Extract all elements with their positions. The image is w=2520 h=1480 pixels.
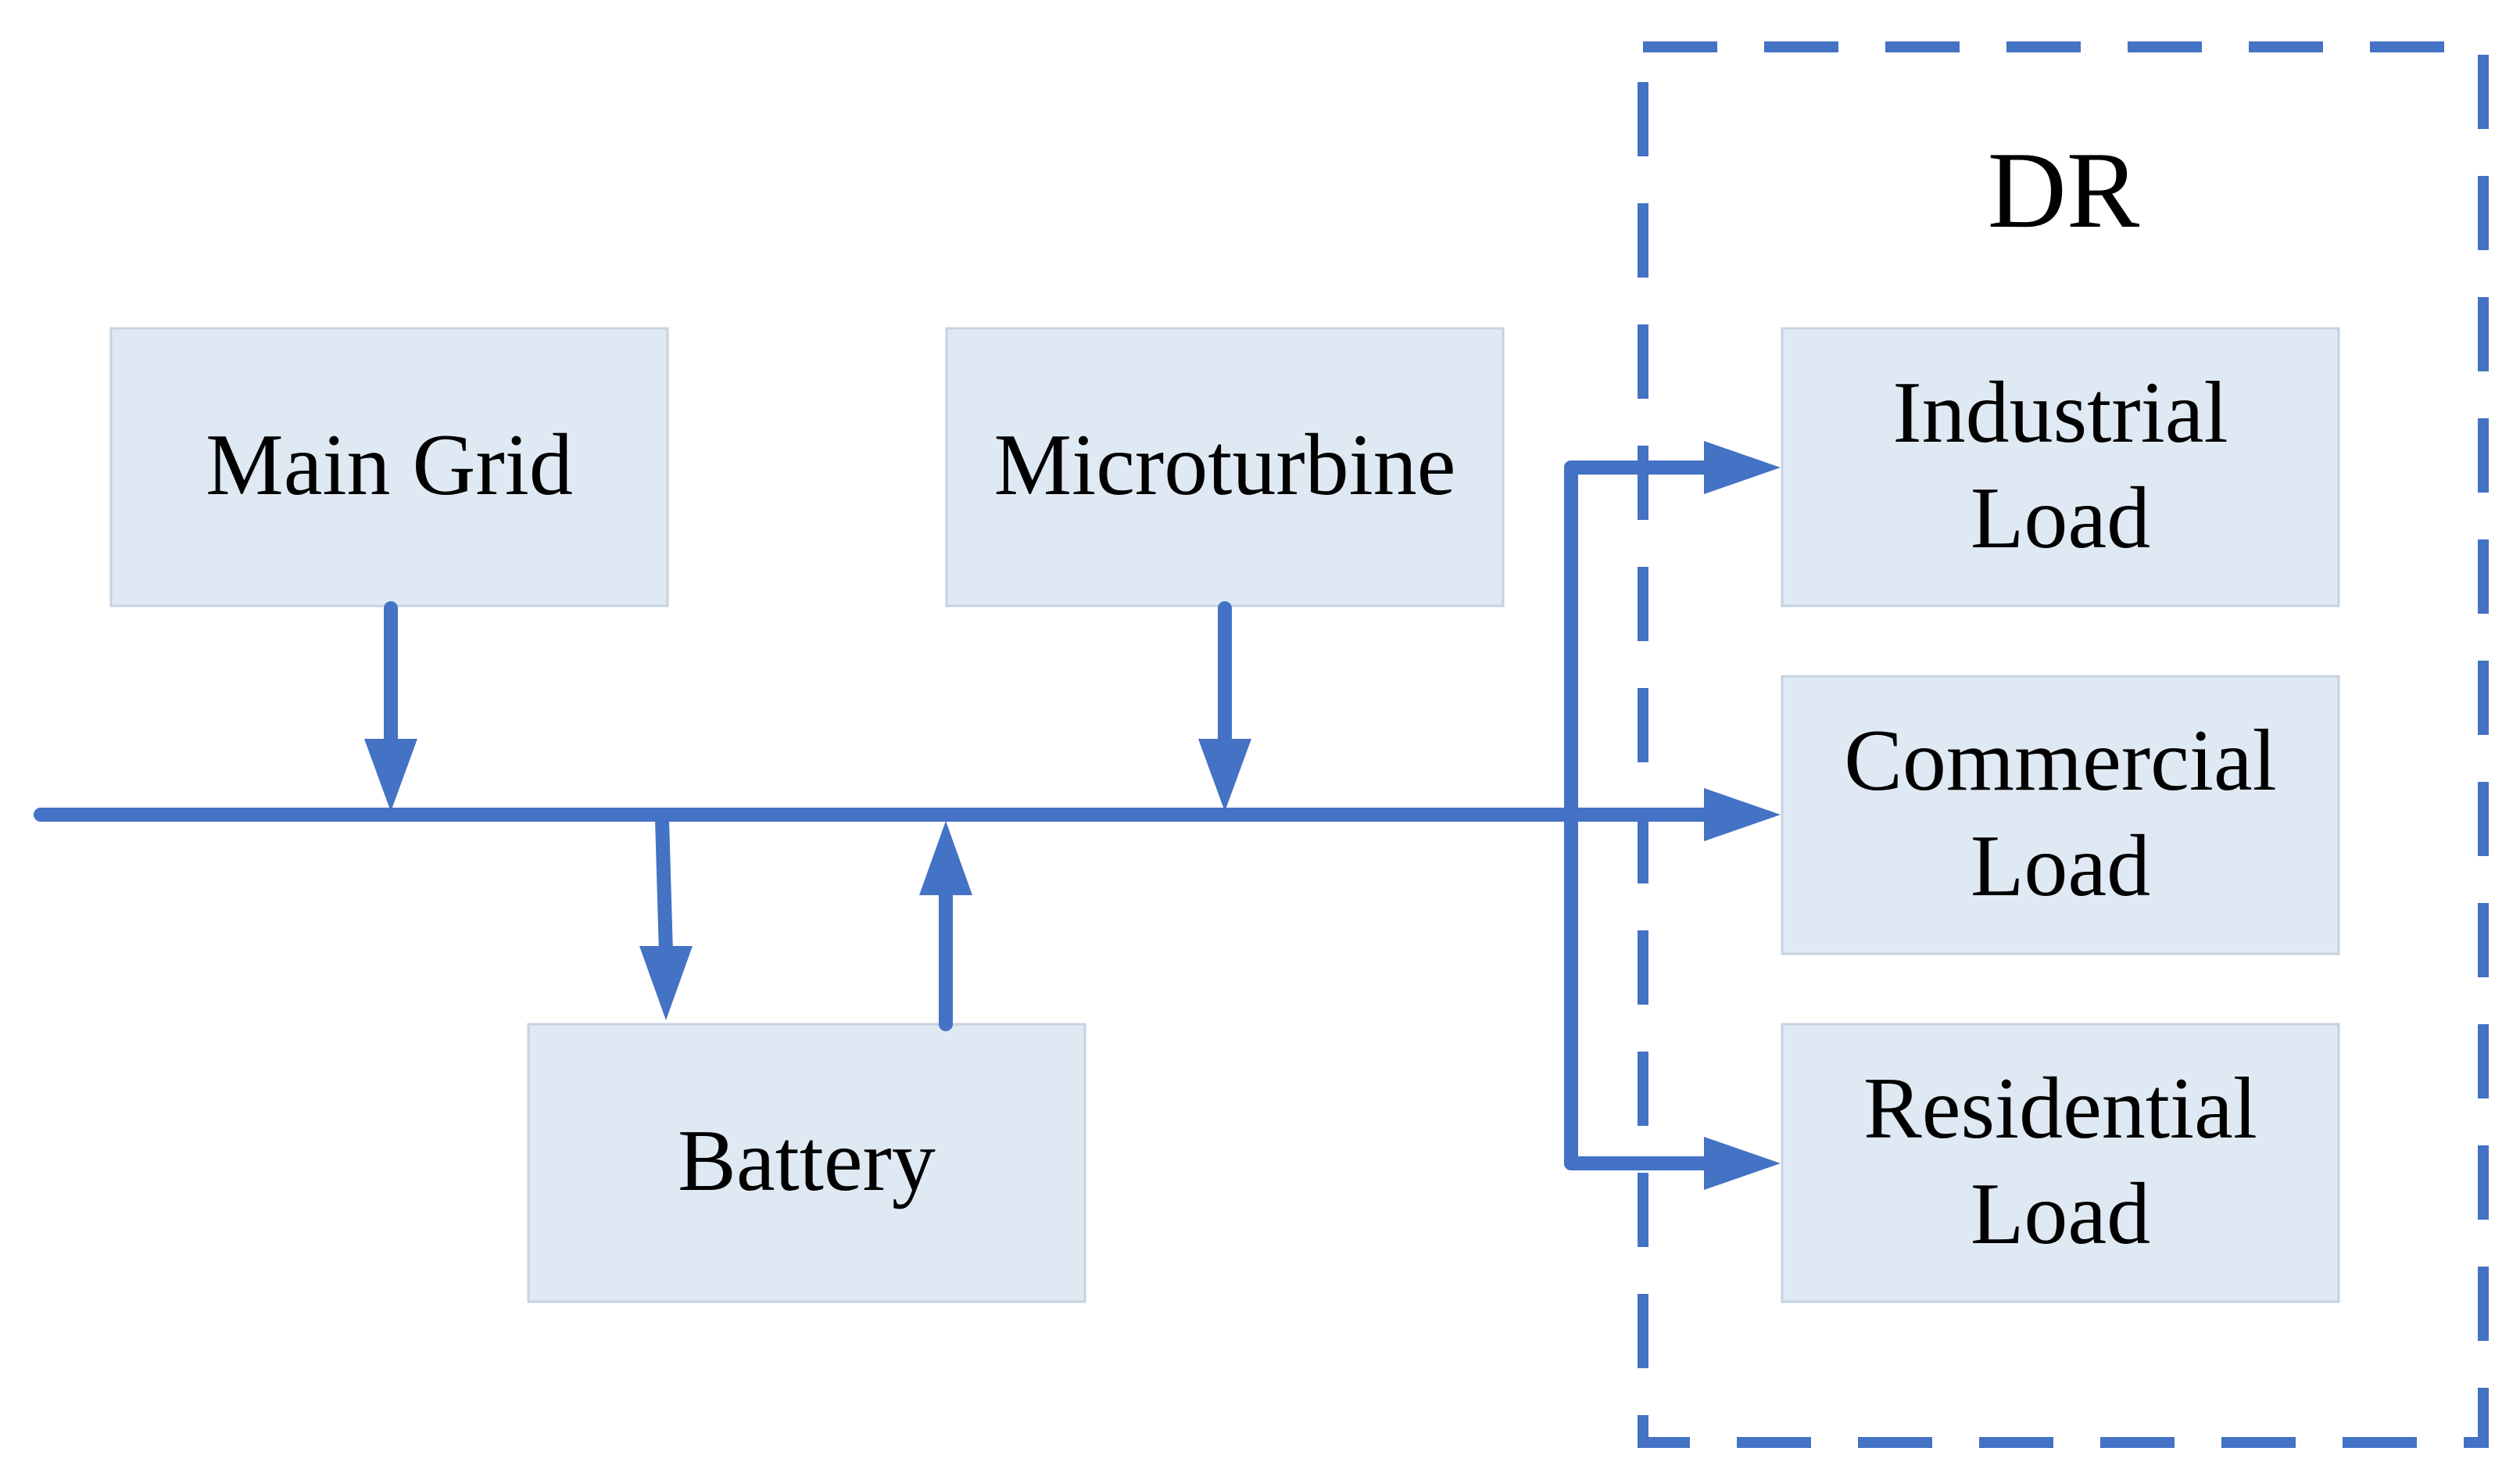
microturbine-label: Microturbine (994, 417, 1456, 514)
battery-box: Battery (527, 1023, 1086, 1303)
commercial-load-box: Commercial Load (1781, 675, 2340, 955)
battery-charge-line (655, 812, 673, 959)
industrial-load-label-line2: Load (1971, 470, 2150, 567)
residential-load-box: Residential Load (1781, 1023, 2340, 1303)
residential-load-label-line2: Load (1971, 1166, 2150, 1263)
residential-load-feed-arrowhead (1704, 1137, 1781, 1190)
microturbine-feed-arrowhead (1198, 739, 1251, 812)
commercial-load-label-line2: Load (1971, 818, 2150, 915)
main-grid-box: Main Grid (109, 327, 669, 607)
industrial-load-feed-arrowhead (1704, 441, 1781, 494)
main-grid-label: Main Grid (206, 417, 573, 514)
industrial-load-label-line1: Industrial (1892, 364, 2228, 461)
residential-load-label-line1: Residential (1863, 1060, 2257, 1157)
commercial-load-feed-arrowhead (1704, 788, 1781, 841)
battery-label: Battery (678, 1113, 936, 1209)
microturbine-box: Microturbine (945, 327, 1505, 607)
dr-group-border (1638, 41, 2489, 1448)
dr-group-label: DR (1988, 130, 2140, 251)
industrial-load-box: Industrial Load (1781, 327, 2340, 607)
main-grid-feed-arrowhead (364, 739, 417, 812)
commercial-load-label-line1: Commercial (1844, 712, 2277, 809)
battery-charge-arrowhead (639, 946, 693, 1020)
battery-discharge-arrowhead (919, 821, 972, 895)
